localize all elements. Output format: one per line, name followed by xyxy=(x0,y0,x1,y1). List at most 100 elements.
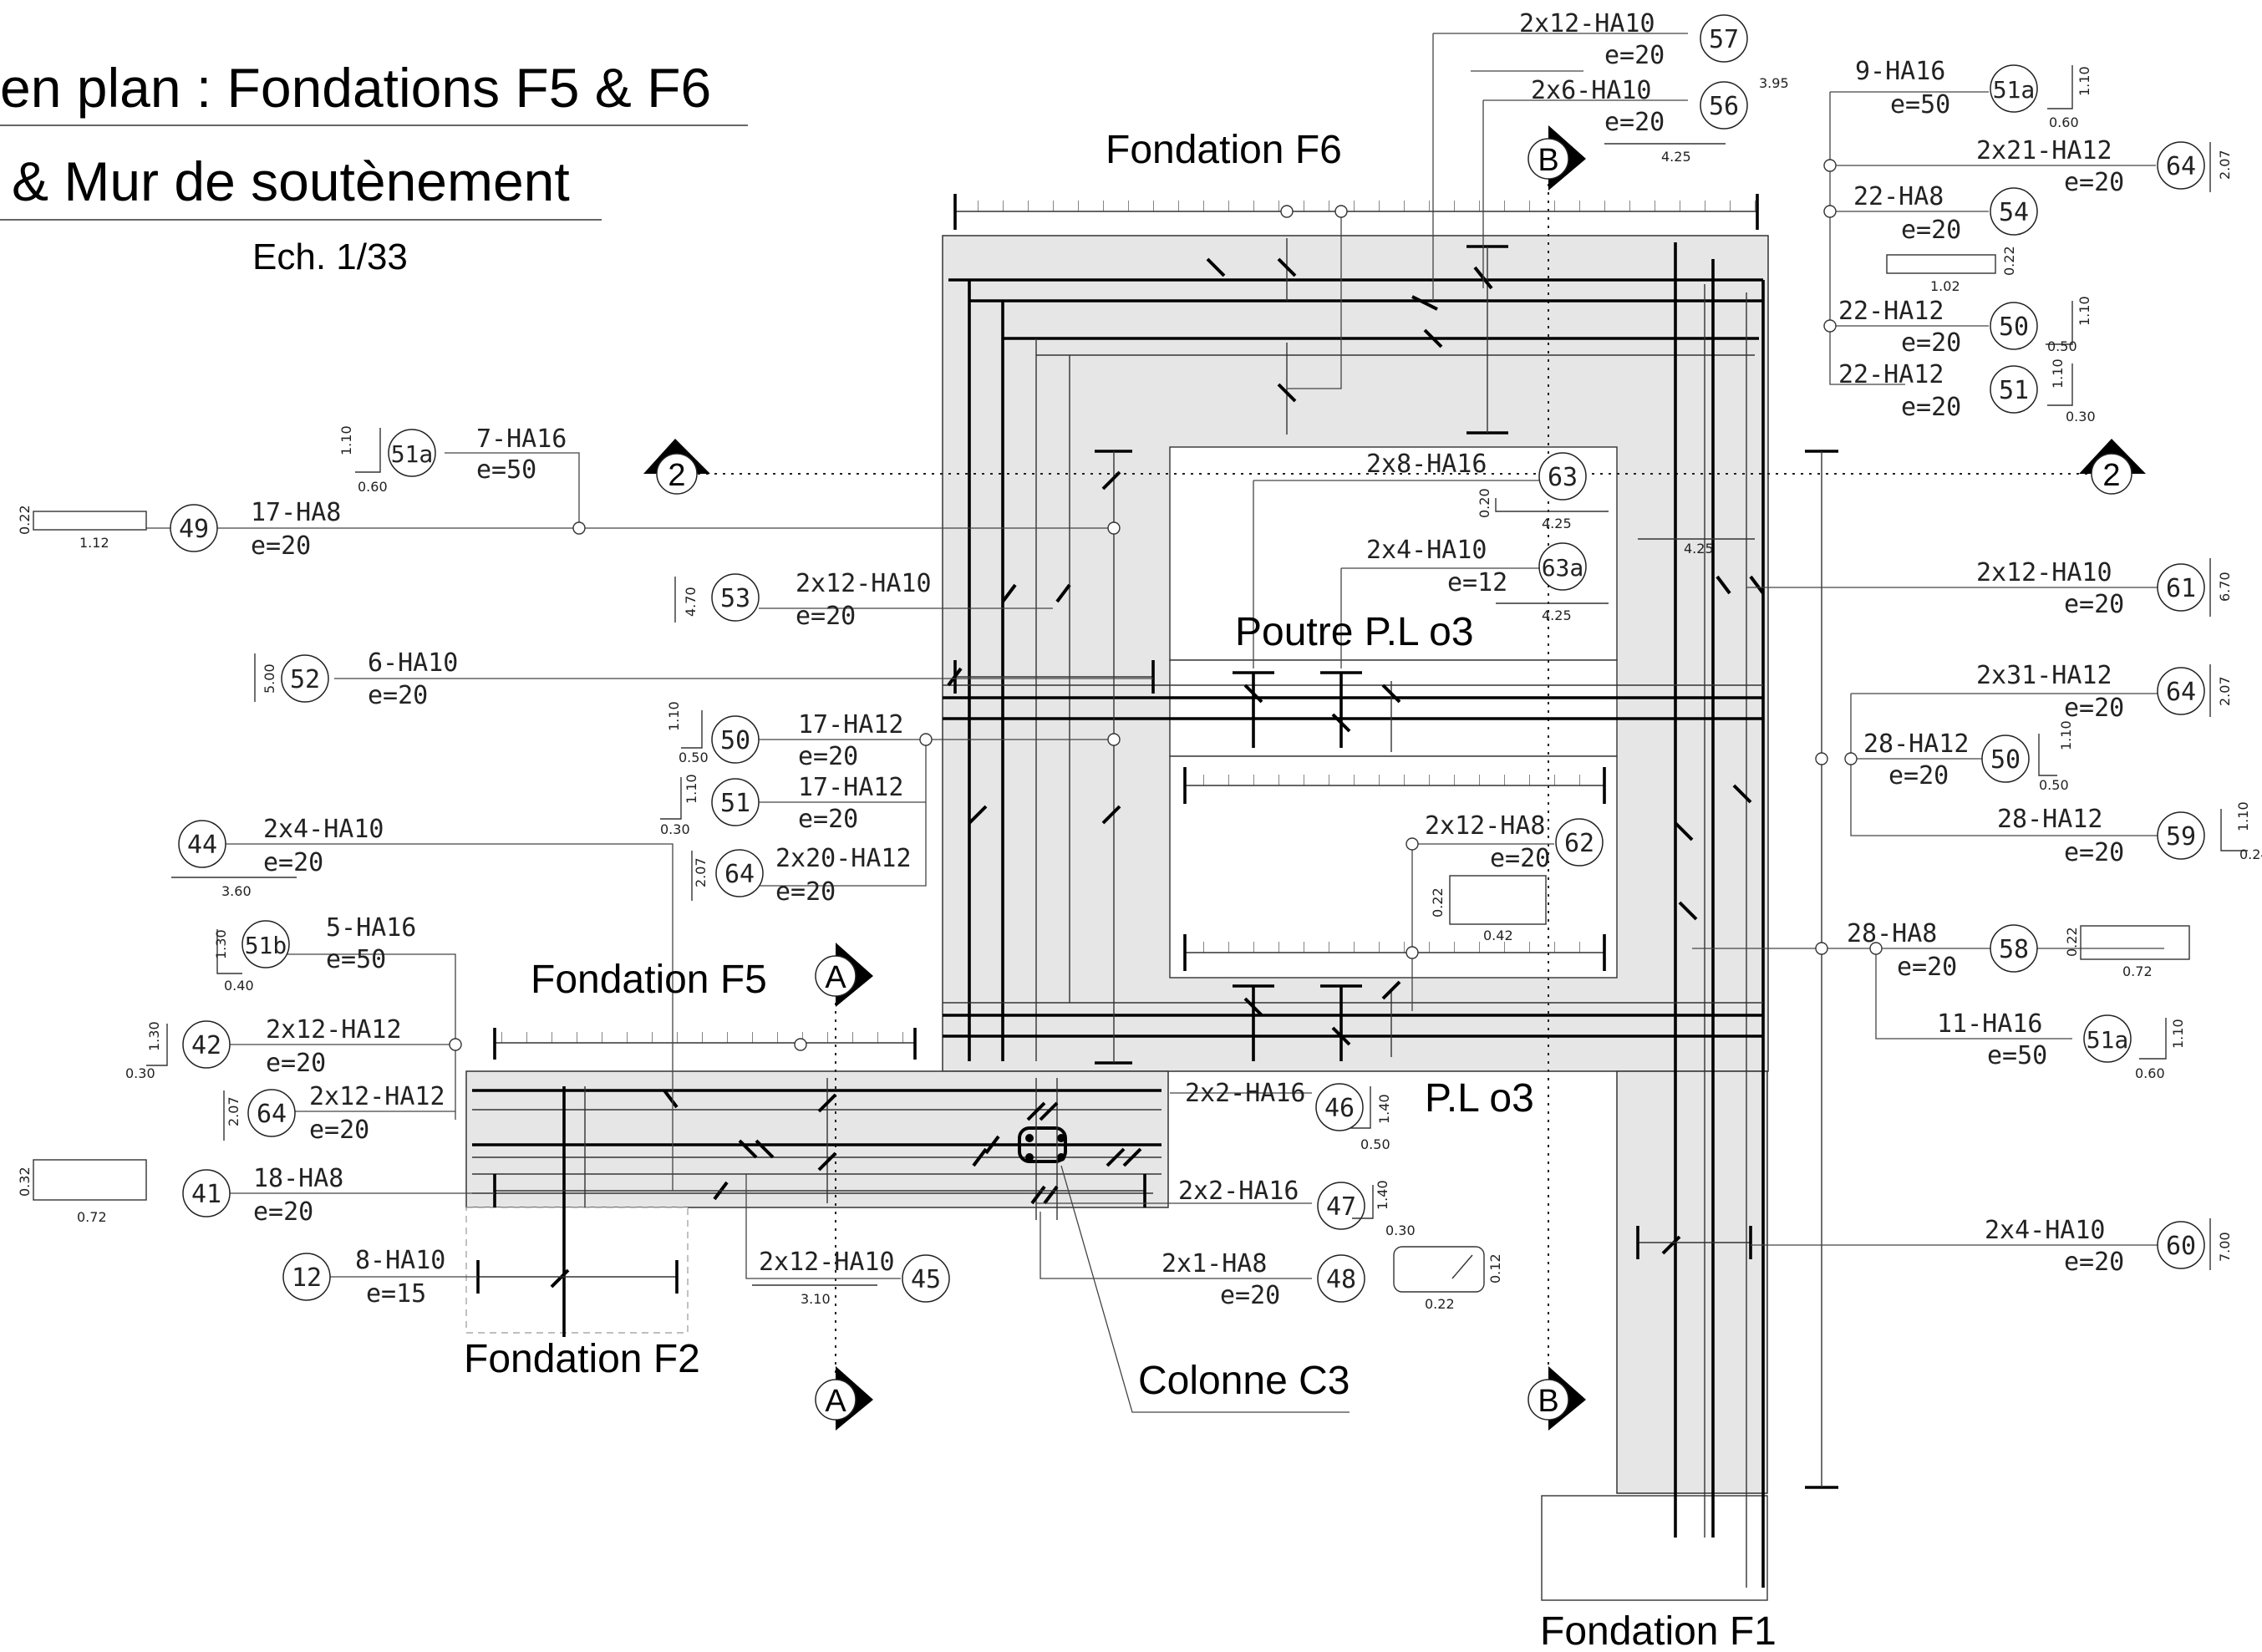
column-c3 xyxy=(1018,1126,1067,1163)
svg-text:e=20: e=20 xyxy=(1901,393,1961,422)
svg-text:0.30: 0.30 xyxy=(2066,409,2096,424)
footing-f5 xyxy=(465,1070,1169,1208)
svg-text:51a: 51a xyxy=(1993,76,2036,104)
section-marker-a-bottom: A xyxy=(815,1366,873,1431)
svg-text:22-HA12: 22-HA12 xyxy=(1838,297,1944,326)
svg-text:1.10: 1.10 xyxy=(2170,1019,2186,1049)
callout-50-right: 28-HA12 e=20 50 1.10 0.50 xyxy=(1863,720,2074,793)
svg-text:2.07: 2.07 xyxy=(2217,150,2233,180)
title-block: en plan : Fondations F5 & F6 & Mur de so… xyxy=(0,57,748,277)
callout-45: 2x12-HA10 45 3.10 xyxy=(752,1248,950,1307)
callout-56: 2x6-HA10 e=20 56 4.25 xyxy=(1531,76,1748,165)
svg-text:0.50: 0.50 xyxy=(2039,777,2069,793)
callout-64-low: 2.07 64 2x12-HA12 e=20 xyxy=(223,1082,445,1145)
svg-text:e=20: e=20 xyxy=(1604,41,1665,70)
svg-text:2x12-HA10: 2x12-HA10 xyxy=(1519,9,1655,38)
svg-text:0.72: 0.72 xyxy=(2122,963,2153,979)
svg-text:64: 64 xyxy=(257,1100,287,1129)
svg-text:7-HA16: 7-HA16 xyxy=(476,424,567,454)
svg-text:64: 64 xyxy=(2166,152,2196,181)
svg-text:54: 54 xyxy=(1999,198,2029,227)
svg-text:50: 50 xyxy=(1999,313,2029,342)
callout-51a-right: 11-HA16 e=50 51a 1.10 0.60 xyxy=(1937,1009,2186,1081)
svg-text:41: 41 xyxy=(191,1180,221,1209)
svg-text:1.40: 1.40 xyxy=(1375,1180,1390,1210)
svg-text:2x4-HA10: 2x4-HA10 xyxy=(263,815,384,844)
svg-text:0.42: 0.42 xyxy=(1483,928,1513,943)
svg-text:1.12: 1.12 xyxy=(79,535,109,551)
svg-text:4.25: 4.25 xyxy=(1542,607,1572,623)
callout-51-left: 1.10 0.30 51 17-HA12 e=20 xyxy=(660,773,903,837)
svg-text:e=20: e=20 xyxy=(2064,694,2124,723)
section-b-top-label: B xyxy=(1538,143,1558,178)
svg-text:11-HA16: 11-HA16 xyxy=(1937,1009,2042,1039)
svg-text:e=50: e=50 xyxy=(1890,90,1950,119)
callout-57: 2x12-HA10 e=20 57 xyxy=(1519,9,1748,70)
svg-text:59: 59 xyxy=(2166,822,2196,851)
svg-text:57: 57 xyxy=(1709,25,1739,54)
callout-46: 2x2-HA16 46 1.40 0.50 xyxy=(1185,1079,1392,1152)
svg-text:7.00: 7.00 xyxy=(2217,1232,2233,1262)
svg-text:62: 62 xyxy=(1564,829,1594,858)
svg-text:44: 44 xyxy=(187,831,217,860)
svg-text:2.07: 2.07 xyxy=(693,857,709,887)
svg-text:9-HA16: 9-HA16 xyxy=(1855,57,1945,86)
section-marker-2-right: 2 xyxy=(2079,439,2146,495)
svg-text:8-HA10: 8-HA10 xyxy=(355,1246,445,1275)
svg-text:2x4-HA10: 2x4-HA10 xyxy=(1366,536,1487,565)
svg-text:50: 50 xyxy=(1990,745,2021,775)
svg-text:0.22: 0.22 xyxy=(2064,927,2080,957)
title-scale: Ech. 1/33 xyxy=(252,236,408,277)
svg-text:3.60: 3.60 xyxy=(221,883,252,899)
svg-text:28-HA12: 28-HA12 xyxy=(1997,805,2102,834)
title-line-2: & Mur de soutènement xyxy=(12,150,570,212)
svg-text:0.32: 0.32 xyxy=(17,1167,33,1197)
section-a-top-label: A xyxy=(825,960,846,995)
svg-text:e=20: e=20 xyxy=(2064,838,2124,867)
svg-text:0.30: 0.30 xyxy=(125,1065,155,1081)
callout-44: 44 2x4-HA10 e=20 3.60 xyxy=(171,815,384,899)
bar-callouts: 2x12-HA10 e=20 57 2x6-HA10 e=20 56 4.25 … xyxy=(17,9,2262,1312)
svg-text:64: 64 xyxy=(2166,678,2196,707)
dimension-lines xyxy=(476,194,1759,1294)
callout-51b: 1.30 0.40 51b 5-HA16 e=50 xyxy=(213,913,416,994)
leader-lines xyxy=(146,33,2181,1413)
svg-text:0.22: 0.22 xyxy=(2001,246,2017,276)
svg-text:e=15: e=15 xyxy=(366,1279,426,1309)
svg-text:49: 49 xyxy=(179,515,209,544)
svg-text:e=50: e=50 xyxy=(1987,1041,2047,1070)
svg-text:e=20: e=20 xyxy=(263,848,323,877)
label-fondation-f5: Fondation F5 xyxy=(531,958,767,1002)
svg-text:0.22: 0.22 xyxy=(1430,887,1446,917)
callout-51a-top: 3.95 9-HA16 e=50 51a 1.10 0.60 xyxy=(1759,57,2092,130)
callout-49: 49 17-HA8 e=20 1.12 0.22 xyxy=(17,498,341,561)
callout-63: 2x8-HA16 63 0.20 4.25 xyxy=(1366,450,1609,531)
svg-text:2x8-HA16: 2x8-HA16 xyxy=(1366,450,1487,479)
svg-text:4.25: 4.25 xyxy=(1661,149,1691,165)
svg-text:0.12: 0.12 xyxy=(1487,1253,1503,1283)
svg-text:2.07: 2.07 xyxy=(226,1096,241,1126)
svg-text:50: 50 xyxy=(720,726,750,755)
svg-text:51: 51 xyxy=(1999,376,2029,405)
svg-text:0.22: 0.22 xyxy=(1425,1296,1455,1312)
svg-text:2x2-HA16: 2x2-HA16 xyxy=(1185,1079,1306,1108)
svg-text:0.60: 0.60 xyxy=(2135,1065,2165,1081)
svg-text:2.07: 2.07 xyxy=(2217,676,2233,706)
section-b-bottom-label: B xyxy=(1538,1384,1558,1419)
svg-text:e=20: e=20 xyxy=(798,805,858,834)
svg-text:5-HA16: 5-HA16 xyxy=(326,913,416,943)
svg-text:1.30: 1.30 xyxy=(146,1021,162,1051)
callout-61: 2x12-HA10 e=20 61 6.70 xyxy=(1976,558,2233,619)
svg-text:1.10: 1.10 xyxy=(2076,66,2092,96)
svg-text:0.72: 0.72 xyxy=(77,1209,107,1225)
callout-51a-left: 51a 7-HA16 e=50 1.10 0.60 xyxy=(338,424,567,495)
section-marker-2-left: 2 xyxy=(643,439,710,495)
section-marker-a-top: A xyxy=(815,943,873,1007)
svg-text:58: 58 xyxy=(1999,935,2029,964)
svg-text:46: 46 xyxy=(1324,1094,1355,1123)
svg-text:45: 45 xyxy=(911,1265,941,1294)
svg-text:2x2-HA16: 2x2-HA16 xyxy=(1178,1177,1299,1206)
callout-63a: 2x4-HA10 e=12 63a 4.25 4.25 xyxy=(1366,536,1755,623)
svg-text:2x20-HA12: 2x20-HA12 xyxy=(775,844,912,873)
label-colonne: Colonne C3 xyxy=(1138,1359,1350,1403)
